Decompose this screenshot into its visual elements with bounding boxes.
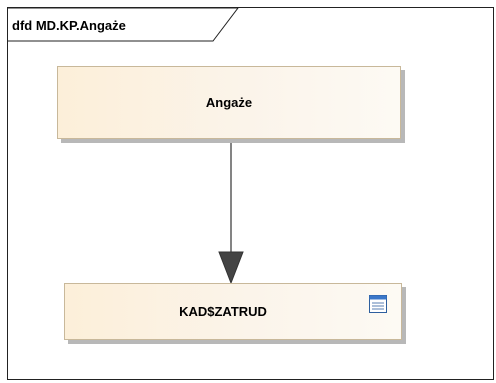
table-icon <box>369 295 387 313</box>
data-store-node[interactable]: KAD$ZATRUD <box>64 283 402 340</box>
data-store-label: KAD$ZATRUD <box>179 304 267 319</box>
frame-title: dfd MD.KP.Angaże <box>12 18 126 33</box>
process-label: Angaże <box>205 95 253 110</box>
frame-tab <box>8 8 239 42</box>
process-node[interactable]: Angaże <box>57 66 401 139</box>
